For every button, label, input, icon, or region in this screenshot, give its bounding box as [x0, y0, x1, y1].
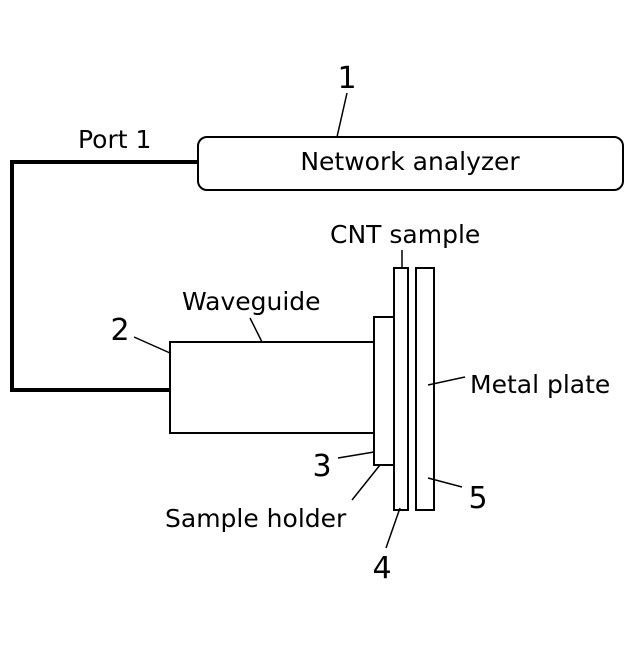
- cnt-sample: [394, 268, 408, 510]
- metal-plate: [416, 268, 434, 510]
- number-1-label: 1: [337, 61, 356, 96]
- leader-line-waveguide: [250, 318, 262, 342]
- number-2-label: 2: [110, 313, 129, 348]
- port-label: Port 1: [78, 125, 151, 154]
- leader-line-1: [337, 93, 347, 137]
- leader-line-4: [386, 508, 400, 548]
- waveguide-body: [170, 342, 374, 433]
- cnt-sample-label: CNT sample: [330, 220, 480, 249]
- metal-plate-label: Metal plate: [470, 370, 610, 399]
- number-3-label: 3: [312, 449, 331, 484]
- sample-holder-label: Sample holder: [165, 504, 347, 533]
- waveguide-label: Waveguide: [182, 287, 321, 316]
- leader-line-3: [338, 452, 374, 458]
- leader-line-2: [134, 337, 170, 353]
- number-5-label: 5: [468, 481, 487, 516]
- sample-holder: [374, 317, 394, 465]
- network-analyzer-label: Network analyzer: [300, 147, 520, 176]
- leader-line-holder: [352, 465, 380, 500]
- number-4-label: 4: [372, 551, 391, 586]
